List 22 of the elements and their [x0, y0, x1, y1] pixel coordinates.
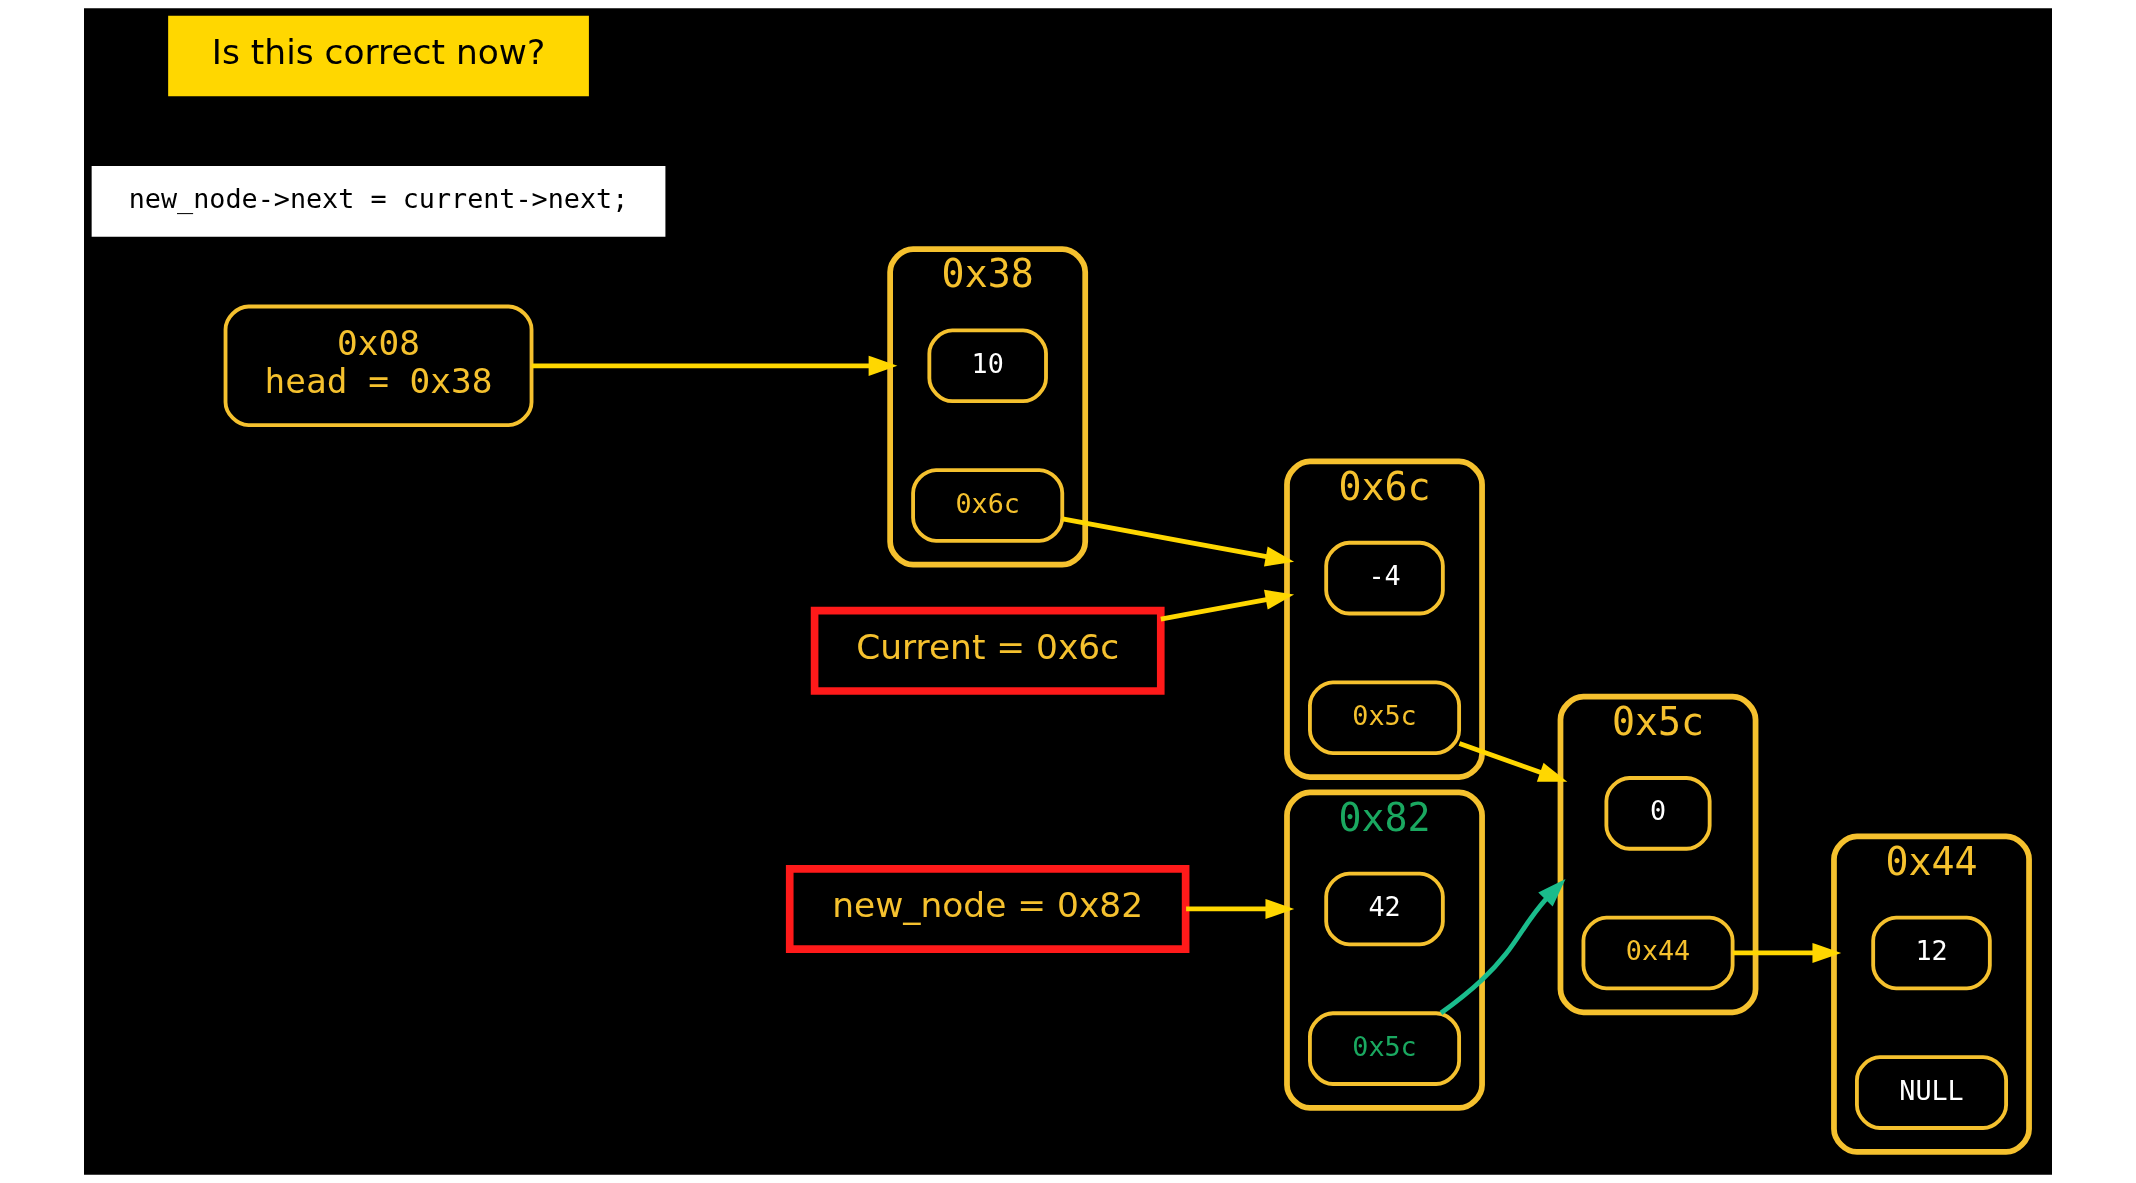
node-box: NULL: [1855, 1055, 2008, 1130]
node-box: 0x08 head = 0x38: [223, 304, 534, 428]
node-box: 0: [1604, 776, 1712, 851]
arrow: [531, 355, 898, 376]
arrow: [1439, 878, 1566, 1015]
node-box: 12: [1871, 915, 1992, 991]
arrow: [1062, 516, 1295, 567]
node-box: 42: [1324, 871, 1445, 947]
node-box: new_node = 0x82: [785, 865, 1190, 953]
node-box: 10: [927, 328, 1048, 404]
arrow: [1458, 741, 1568, 782]
label: Is this correct now?: [211, 32, 546, 73]
node-box: 0x5c: [1308, 1011, 1462, 1086]
arrow: [1160, 589, 1295, 622]
node-box: 0x6c: [911, 468, 1065, 543]
node-box: 0x5c: [1308, 680, 1462, 756]
arrow: [1732, 942, 1842, 964]
arrow: [1186, 898, 1295, 920]
node-box: 0x44: [1581, 915, 1735, 991]
node-box: Current = 0x6c: [810, 606, 1165, 695]
node-box: -4: [1324, 540, 1445, 616]
label: new_node->next = current->next;: [128, 183, 629, 215]
